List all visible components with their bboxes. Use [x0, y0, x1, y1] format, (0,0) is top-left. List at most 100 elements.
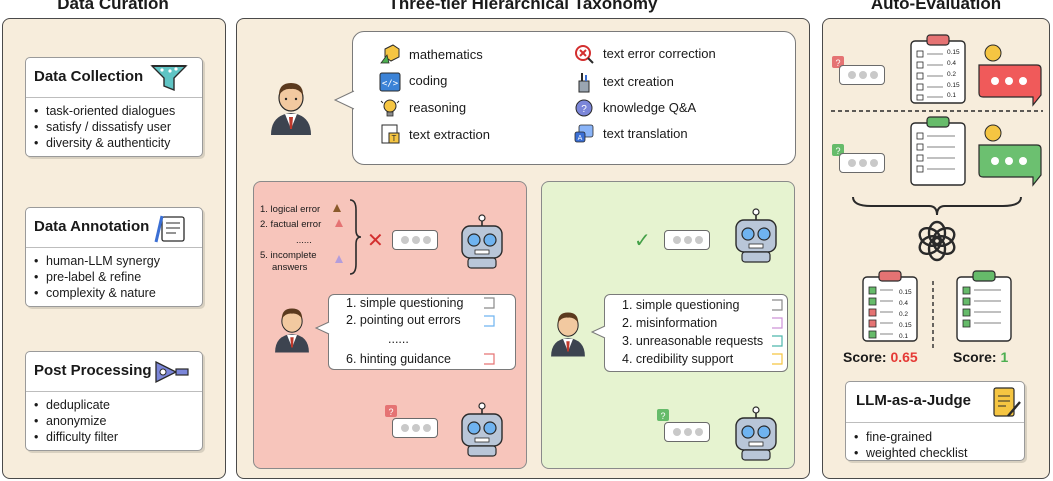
scored-checklist-icon	[956, 270, 1012, 342]
svg-text:T: T	[392, 134, 397, 143]
question-bubble-icon: ?	[575, 99, 593, 117]
taxonomy-title: Three-tier Hierarchical Taxonomy	[388, 0, 658, 13]
bubble-tail	[314, 321, 330, 335]
cube-ruler-icon	[380, 44, 400, 64]
score-label: Score:	[843, 349, 891, 365]
error-item-cont: answers	[272, 262, 308, 273]
score-fail: Score: 0.65	[843, 349, 918, 365]
bracket-icon	[772, 317, 783, 329]
error-item: 2. factual error	[260, 219, 322, 230]
processing-item: anonymize	[34, 413, 194, 429]
checklist-weight: 0.4	[947, 60, 957, 67]
bracket-icon	[772, 335, 783, 347]
processing-item: difficulty filter	[34, 429, 194, 445]
data-annotation-title: Data Annotation	[34, 218, 150, 235]
question-tag-icon: ?	[657, 409, 669, 421]
user-avatar-icon	[551, 312, 585, 357]
document-pen-icon	[993, 387, 1021, 417]
robot-icon	[735, 208, 777, 263]
robot-icon	[461, 214, 503, 269]
satisfy-item: 4. credibility support	[622, 352, 734, 366]
red-x-mark: ✕	[367, 230, 384, 252]
evaluation-panel: ? 0.15 0.4 0.2 0.15 0.1 ?	[822, 18, 1050, 479]
collection-item: satisfy / dissatisfy user	[34, 119, 194, 135]
task-knowledge-qa: knowledge Q&A	[603, 100, 697, 115]
satisfy-bubble	[604, 294, 788, 372]
merge-brace	[852, 196, 1022, 216]
bubble-tail	[590, 325, 606, 339]
lightbulb-icon	[380, 99, 400, 117]
dissatisfy-panel: 1. logical error 2. factual error ......…	[253, 181, 527, 469]
brace-icon	[349, 199, 362, 275]
message-dots	[839, 153, 885, 173]
triangle-icon	[335, 255, 343, 263]
error-item: 1. logical error	[260, 204, 321, 215]
annotation-item: pre-label & refine	[34, 269, 194, 285]
message-dots	[664, 422, 710, 442]
bracket-icon	[484, 353, 495, 365]
dissatisfy-ellipsis: ......	[388, 332, 409, 346]
task-text-extraction: text extraction	[409, 127, 490, 142]
translate-icon: A	[574, 124, 594, 143]
evaluation-title: Auto-Evaluation	[870, 0, 1002, 13]
bracket-icon	[484, 297, 495, 309]
checklist-weight: 0.1	[947, 92, 957, 99]
funnel-icon	[150, 65, 188, 92]
checklist-icon	[910, 116, 966, 186]
task-mathematics: mathematics	[409, 47, 483, 62]
taxonomy-panel: mathematics </> coding reasoning T text …	[236, 18, 810, 479]
llm-logo-icon	[918, 220, 956, 262]
bubble-tail	[333, 90, 355, 110]
robot-icon	[735, 406, 777, 461]
task-text-error-correction: text error correction	[603, 46, 716, 61]
post-processing-card: Post Processing deduplicate anonymize di…	[25, 351, 203, 451]
user-avatar-icon	[275, 308, 309, 353]
message-dots	[392, 230, 438, 250]
judge-item: weighted checklist	[854, 445, 967, 461]
error-ellipsis: ......	[296, 235, 312, 246]
green-check-mark: ✓	[634, 230, 651, 252]
message-dots	[392, 418, 438, 438]
score-pass: Score: 1	[953, 349, 1008, 365]
collection-item: task-oriented dialogues	[34, 103, 194, 119]
dissatisfy-item: 6. hinting guidance	[346, 352, 451, 366]
pen-cup-icon	[578, 73, 590, 93]
task-reasoning: reasoning	[409, 100, 467, 115]
question-tag-icon: ?	[385, 405, 397, 417]
task-text-creation: text creation	[603, 74, 674, 89]
processing-item: deduplicate	[34, 397, 194, 413]
annotation-item: complexity & nature	[34, 285, 194, 301]
svg-text:?: ?	[581, 104, 587, 115]
svg-text:?: ?	[660, 411, 665, 421]
green-chat-bubble-icon	[978, 124, 1042, 187]
message-dots	[839, 65, 885, 85]
filter-processor-icon	[155, 360, 189, 384]
checklist-weight: 0.4	[899, 300, 909, 307]
user-avatar-icon	[271, 83, 311, 135]
llm-judge-title: LLM-as-a-Judge	[856, 392, 972, 409]
satisfy-item: 2. misinformation	[622, 316, 718, 330]
satisfy-item: 3. unreasonable requests	[622, 334, 764, 348]
triangle-icon	[333, 204, 341, 212]
task-text-translation: text translation	[603, 126, 688, 141]
data-collection-title: Data Collection	[34, 68, 144, 85]
svg-text:</>: </>	[382, 79, 399, 89]
triangle-icon	[335, 219, 343, 227]
task-coding: coding	[409, 73, 448, 88]
scroll-pen-icon	[154, 215, 185, 243]
checklist-weight: 0.15	[947, 82, 960, 89]
post-processing-title: Post Processing	[34, 362, 152, 379]
dissatisfy-item: 2. pointing out errors	[346, 313, 461, 327]
curation-panel: Data Collection task-oriented dialogues …	[2, 18, 226, 479]
x-circle-icon	[575, 45, 594, 64]
collection-item: diversity & authenticity	[34, 135, 194, 151]
message-dots	[664, 230, 710, 250]
dashed-divider	[831, 110, 1043, 112]
code-icon: </>	[379, 72, 401, 92]
dashed-divider	[932, 281, 934, 351]
satisfy-panel: ✓ 1. simple questioning 2. misinformatio…	[541, 181, 795, 469]
judge-item: fine-grained	[854, 429, 967, 445]
checklist-weight: 0.2	[899, 311, 909, 318]
checklist-weight: 0.15	[899, 289, 912, 296]
bracket-icon	[484, 315, 495, 327]
